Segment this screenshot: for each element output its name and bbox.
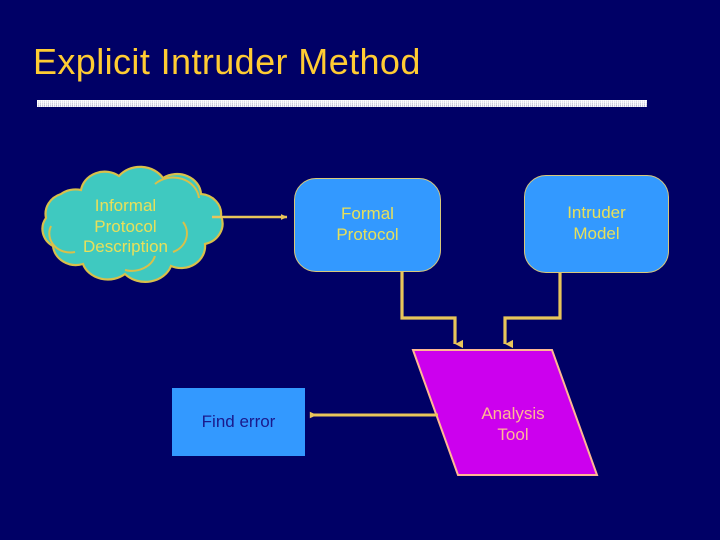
node-informal-protocol-description[interactable]: Informal Protocol Description	[33, 160, 238, 288]
node-label-intruder-model: Intruder Model	[567, 203, 626, 243]
parallelogram-shape-icon	[411, 349, 599, 476]
title-divider-rule	[37, 100, 647, 107]
node-analysis-tool[interactable]: Analysis Tool	[405, 345, 605, 481]
page-title: Explicit Intruder Method	[33, 41, 421, 82]
node-label-formal-protocol: Formal Protocol	[336, 204, 399, 244]
node-find-error[interactable]: Find error	[172, 388, 305, 456]
cloud-shape-icon	[41, 165, 224, 283]
node-formal-protocol[interactable]: Formal Protocol	[294, 178, 441, 272]
node-label-find-error: Find error	[201, 411, 276, 431]
node-intruder-model[interactable]: Intruder Model	[524, 175, 669, 273]
edge-intruder-model-to-analysis-tool	[503, 273, 562, 349]
edge-formal-protocol-to-analysis-tool	[400, 272, 463, 349]
